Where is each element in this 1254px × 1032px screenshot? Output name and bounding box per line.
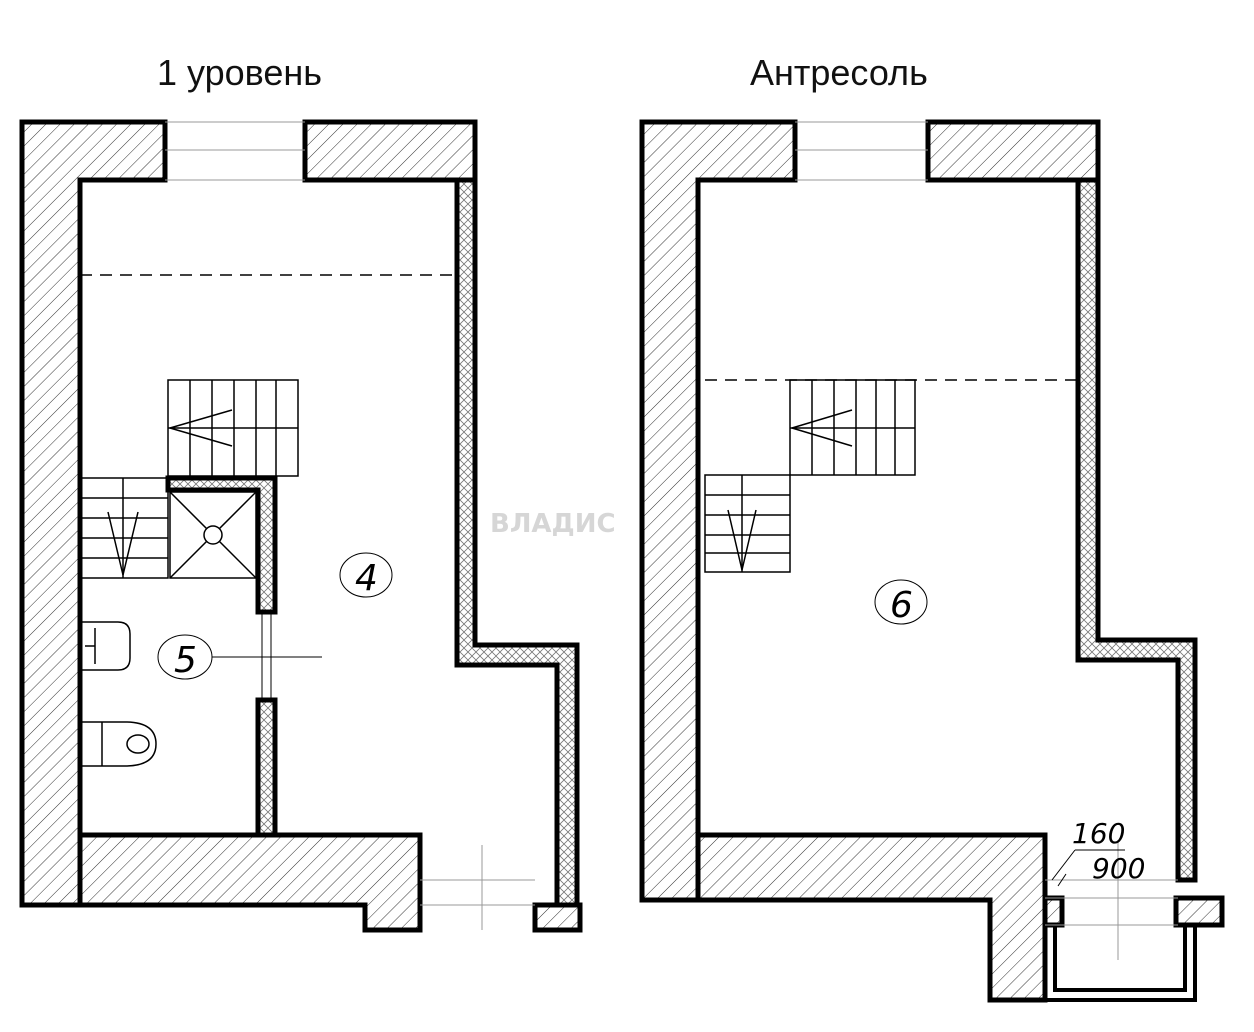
room-4-marker bbox=[339, 552, 393, 598]
partition-wall-lower bbox=[255, 697, 278, 838]
wall-stub bbox=[532, 902, 583, 933]
sink bbox=[80, 621, 131, 671]
plan-level-1 bbox=[19, 119, 583, 933]
stairs-lower bbox=[79, 477, 169, 579]
dimension-160: 160 bbox=[1072, 817, 1125, 850]
plan-mezzanine bbox=[639, 119, 1225, 1003]
wall-top-right bbox=[925, 119, 1101, 183]
balcony-door bbox=[1045, 840, 1178, 960]
dimension-lines bbox=[1051, 849, 1125, 887]
room-5-marker bbox=[157, 634, 213, 680]
window-top bbox=[165, 121, 305, 181]
toilet bbox=[80, 721, 157, 767]
door-bathroom bbox=[261, 612, 272, 700]
wall-right-insulated bbox=[1075, 177, 1198, 883]
balcony-stub-right bbox=[1173, 895, 1225, 928]
balcony-stub-left bbox=[1042, 895, 1065, 928]
stairs-lower bbox=[704, 474, 791, 573]
window-top bbox=[795, 121, 928, 181]
room-5-label: 5 bbox=[174, 640, 197, 681]
stairs-upper bbox=[789, 379, 916, 476]
stairs-upper-treads bbox=[167, 379, 299, 477]
room-6-label: 6 bbox=[890, 585, 913, 626]
wall-bottom bbox=[77, 832, 423, 933]
dimension-900: 900 bbox=[1092, 852, 1145, 885]
wall-left bbox=[19, 119, 168, 908]
wall-left bbox=[639, 119, 798, 903]
wall-right-insulated bbox=[454, 177, 580, 908]
title-mezzanine: Антресоль bbox=[750, 52, 928, 93]
door-bottom bbox=[420, 845, 535, 930]
room-6-marker bbox=[874, 579, 928, 625]
partition-wall-upper bbox=[165, 475, 278, 615]
room-4-label: 4 bbox=[355, 558, 378, 599]
title-level-1: 1 уровень bbox=[157, 52, 323, 93]
wall-top-right bbox=[302, 119, 478, 183]
wall-bottom bbox=[695, 832, 1048, 1003]
watermark: ВЛАДИС bbox=[490, 509, 616, 539]
balcony bbox=[1043, 925, 1197, 1002]
shower-tray bbox=[169, 491, 257, 579]
